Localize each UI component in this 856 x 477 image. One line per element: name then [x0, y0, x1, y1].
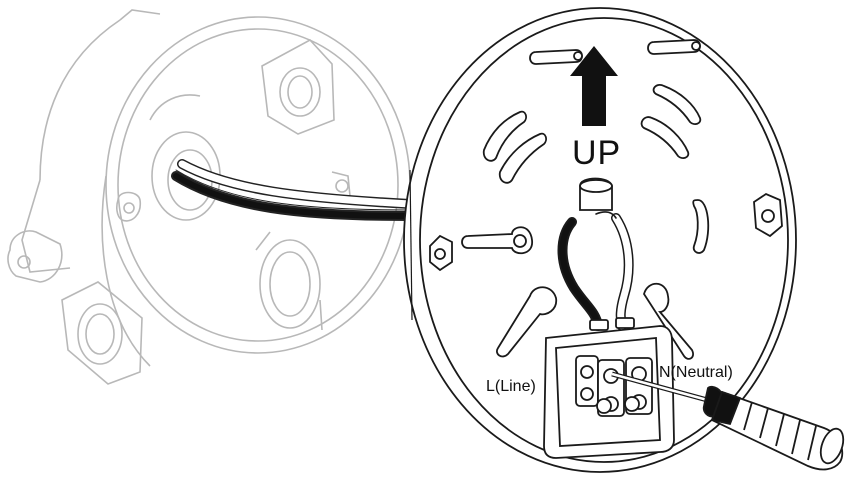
up-arrow-icon — [570, 46, 618, 126]
terminal-block — [543, 317, 675, 459]
junction-box — [7, 9, 411, 385]
plate-screw-right — [753, 192, 783, 238]
plate-screw-left — [429, 234, 453, 272]
neutral-terminal-label: N(Neutral) — [659, 364, 733, 381]
plate-slots — [461, 39, 710, 360]
line-terminal-label: L(Line) — [486, 378, 536, 395]
screwdriver-icon — [611, 371, 845, 471]
up-label: UP — [572, 134, 622, 172]
supply-cable — [171, 159, 415, 221]
